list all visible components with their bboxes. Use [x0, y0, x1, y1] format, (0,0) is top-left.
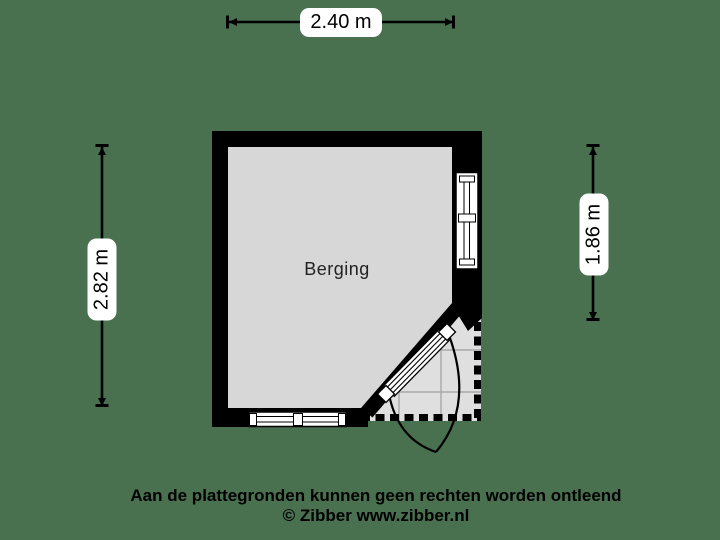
room-label: Berging — [304, 259, 370, 279]
wall-right-upper — [452, 131, 482, 173]
dimension-label-right: 1.86 m — [579, 193, 608, 275]
wall-top — [212, 131, 482, 147]
copyright-text: © Zibber www.zibber.nl — [282, 506, 470, 525]
wall-left — [212, 131, 228, 427]
wall-window-strip — [452, 173, 456, 269]
door-swing-arc — [388, 337, 461, 454]
disclaimer-text: Aan de plattegronden kunnen geen rechten… — [130, 486, 622, 505]
door — [376, 322, 457, 404]
door-hinge-post — [376, 384, 396, 404]
dimension-label-top: 2.40 m — [300, 8, 382, 37]
wall-window-strip — [478, 173, 482, 269]
dimension-label-left: 2.82 m — [87, 238, 116, 320]
window-right — [455, 171, 479, 270]
window-bottom — [247, 411, 348, 428]
footer: Aan de plattegronden kunnen geen rechten… — [32, 486, 720, 526]
room-floor — [228, 147, 452, 408]
door-hinge-post — [437, 322, 457, 342]
